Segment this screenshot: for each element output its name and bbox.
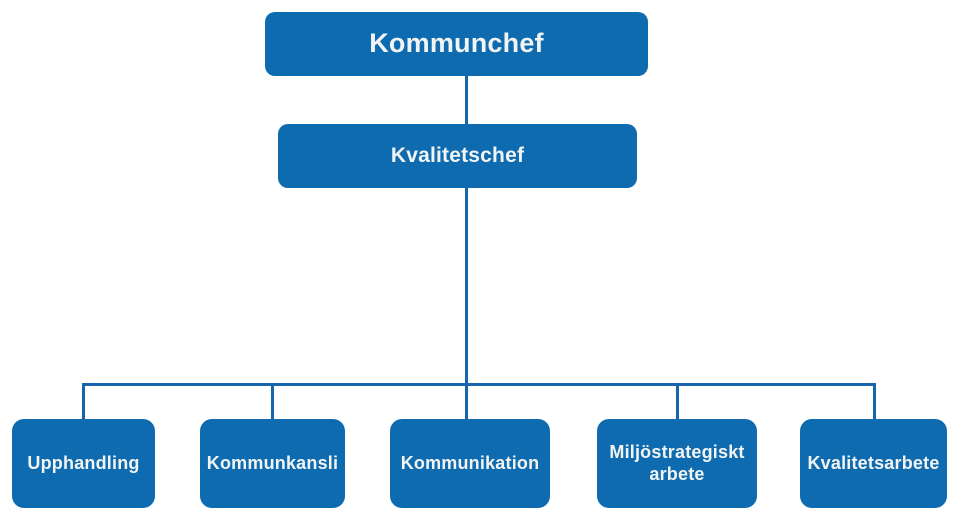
connector-horizontal-bar	[82, 383, 876, 386]
org-node-miljostrategiskt-arbete: Miljöstrategiskt arbete	[597, 419, 757, 508]
org-node-label: Miljöstrategiskt arbete	[609, 442, 745, 484]
org-node-upphandling: Upphandling	[12, 419, 155, 508]
org-node-label: Kommunkansli	[206, 452, 339, 473]
connector-drop-upphandling	[82, 383, 85, 419]
org-node-kvalitetschef: Kvalitetschef	[278, 124, 637, 188]
org-node-label: Kommunikation	[400, 452, 540, 473]
connector-drop-miljostrategiskt	[676, 383, 679, 419]
org-node-kommunikation: Kommunikation	[390, 419, 550, 508]
org-node-label: Upphandling	[27, 452, 140, 473]
org-node-label: Kommunchef	[369, 28, 544, 59]
org-node-kommunkansli: Kommunkansli	[200, 419, 345, 508]
org-node-label: Kvalitetsarbete	[807, 452, 940, 473]
connector-root-to-manager	[465, 76, 468, 124]
connector-manager-to-bar	[465, 188, 468, 419]
org-node-kommunchef: Kommunchef	[265, 12, 648, 76]
connector-drop-kommunkansli	[271, 383, 274, 419]
org-node-kvalitetsarbete: Kvalitetsarbete	[800, 419, 947, 508]
org-node-label: Kvalitetschef	[390, 143, 525, 167]
connector-drop-kvalitetsarbete	[873, 383, 876, 419]
